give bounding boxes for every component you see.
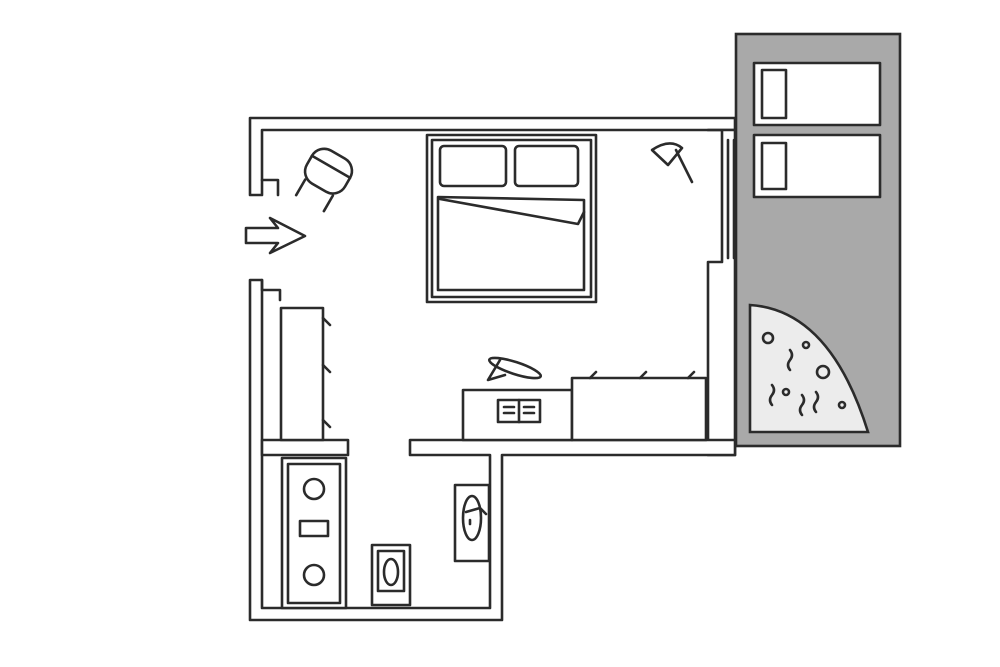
sunbed-icon	[752, 133, 882, 199]
book-icon	[496, 398, 542, 424]
armchair-icon	[294, 147, 354, 213]
walls	[248, 116, 737, 622]
shower-icon	[280, 456, 348, 610]
sunbed-icon	[752, 61, 882, 127]
dresser-icon	[570, 370, 708, 442]
balcony	[734, 32, 902, 448]
hot-tub-icon	[748, 303, 870, 434]
desk-lamp-icon	[486, 356, 543, 382]
sink-icon	[453, 483, 491, 563]
floor-lamp-icon	[650, 142, 694, 184]
entry-arrow-icon	[244, 216, 307, 255]
toilet-icon	[370, 543, 412, 607]
wardrobe-icon	[279, 306, 332, 442]
desk-icon	[461, 388, 574, 442]
bed-icon	[425, 133, 598, 304]
